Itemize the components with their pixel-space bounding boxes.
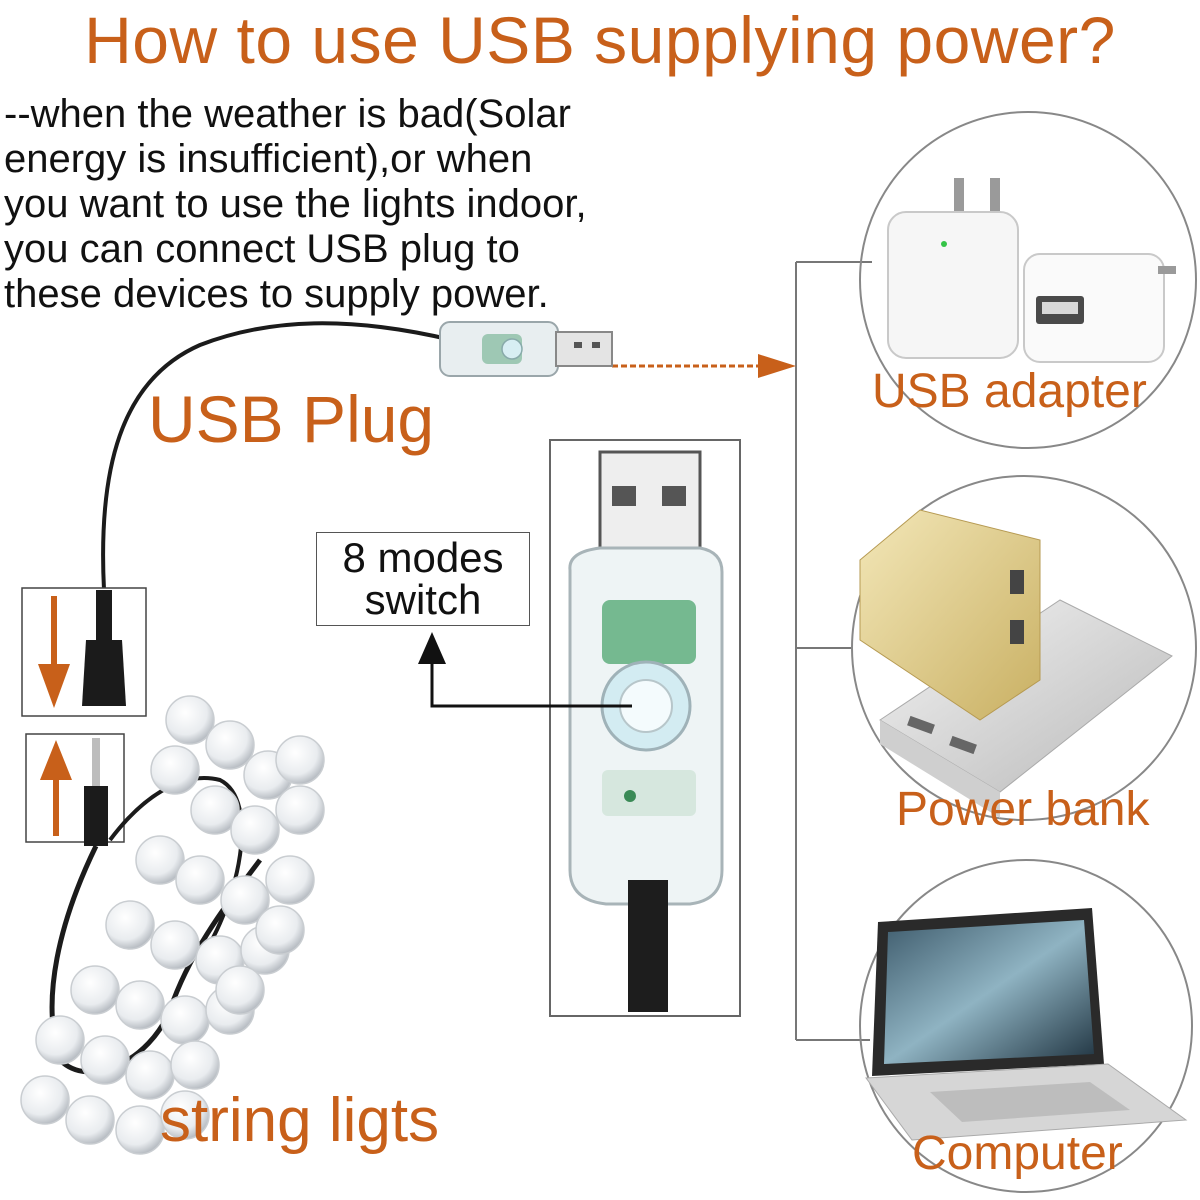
string-lights-icon <box>20 695 325 1155</box>
light-bulb <box>255 905 305 955</box>
string-lights-label: string ligts <box>160 1086 440 1155</box>
light-bulb <box>205 720 255 770</box>
light-bulb <box>80 1035 130 1085</box>
light-bulb <box>165 695 215 745</box>
usb-plug-label: USB Plug <box>148 382 435 456</box>
intro-text: --when the weather is bad(Solar energy i… <box>4 92 724 317</box>
light-bulb <box>265 855 315 905</box>
computer-circle <box>859 859 1193 1193</box>
intro-line: --when the weather is bad(Solar <box>4 92 571 136</box>
modes-switch-box: 8 modes switch <box>316 532 530 626</box>
intro-line: these devices to supply power. <box>4 272 549 316</box>
usb-plug-icon <box>439 321 613 377</box>
light-bulb <box>20 1075 70 1125</box>
switch-pointer <box>418 632 632 708</box>
intro-line: energy is insufficient),or when <box>4 137 533 181</box>
light-bulb <box>230 805 280 855</box>
computer-label: Computer <box>912 1127 1123 1180</box>
light-bulb <box>220 875 270 925</box>
device-bracket <box>795 261 872 1041</box>
power-bank-icon <box>859 509 1173 818</box>
usb-adapter-label: USB adapter <box>872 365 1147 418</box>
light-bulb <box>160 995 210 1045</box>
light-bulb <box>170 1040 220 1090</box>
light-bulb <box>70 965 120 1015</box>
power-bank-circle <box>851 475 1197 821</box>
light-bulb <box>150 920 200 970</box>
light-bulb <box>160 1090 210 1140</box>
light-bulb <box>35 1015 85 1065</box>
modes-line-2: switch <box>364 576 482 623</box>
intro-line: you want to use the lights indoor, <box>4 182 587 226</box>
light-bulb <box>175 855 225 905</box>
page-title: How to use USB supplying power? <box>84 3 1116 77</box>
light-bulb <box>115 1105 165 1155</box>
light-bulb <box>215 965 265 1015</box>
light-bulb <box>190 785 240 835</box>
light-bulb <box>275 785 325 835</box>
connector-male-box <box>25 733 125 846</box>
light-bulb <box>115 980 165 1030</box>
connector-female-box <box>21 587 147 717</box>
power-bank-label: Power bank <box>896 783 1150 836</box>
light-bulb <box>65 1095 115 1145</box>
modes-line-1: 8 modes <box>342 534 504 581</box>
usb-adapter-icon <box>887 178 1176 363</box>
usb-adapter-circle <box>859 111 1197 449</box>
light-bulb <box>135 835 185 885</box>
laptop-icon <box>865 908 1188 1141</box>
light-bulb <box>150 745 200 795</box>
usb-cable <box>101 321 453 591</box>
light-bulb <box>105 900 155 950</box>
intro-line: you can connect USB plug to <box>4 227 520 271</box>
usb-plug-closeup <box>549 439 741 1017</box>
light-bulb <box>275 735 325 785</box>
usb-to-devices-arrow <box>612 354 796 378</box>
